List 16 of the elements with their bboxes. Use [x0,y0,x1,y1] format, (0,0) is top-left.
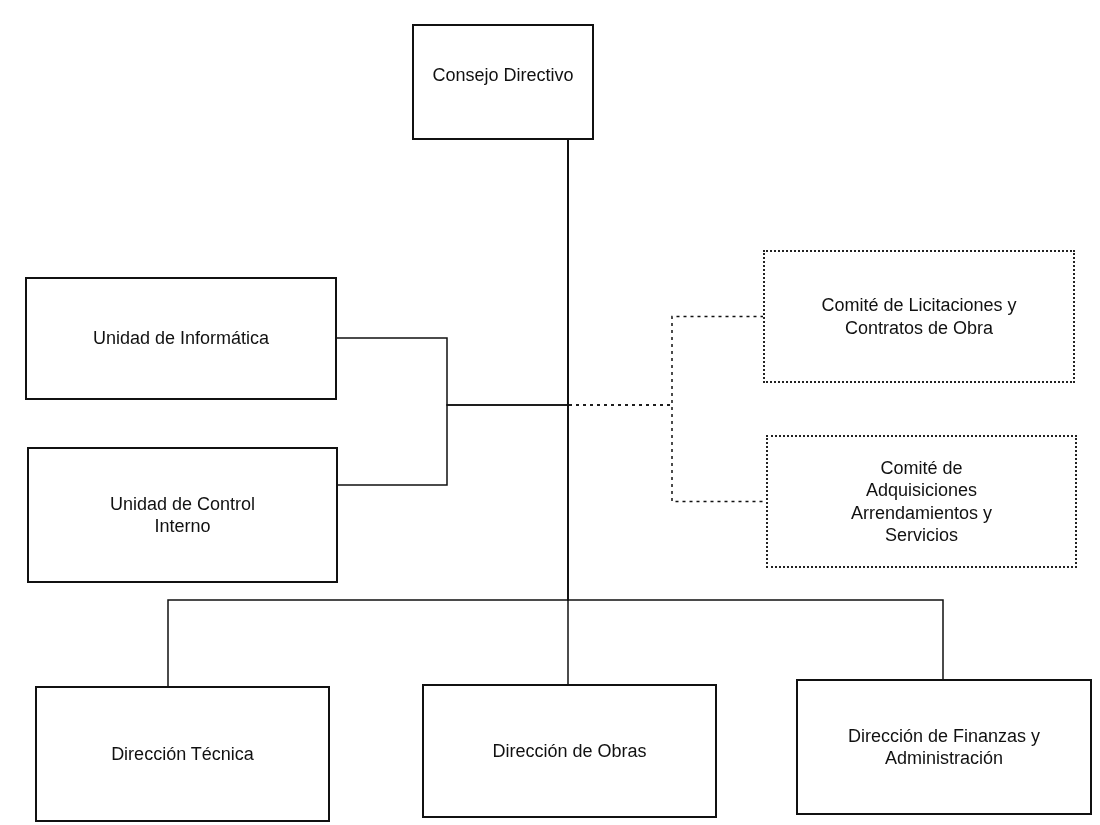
unit-name: Consejo Directivo [432,64,574,87]
unit-name: Unidad de Informática [92,327,270,350]
unit-name: Dirección de Obras [492,739,647,763]
unit-name: Dirección Técnica [111,742,254,766]
unit-name: Unidad de Control Interno [108,492,257,538]
unit-box [27,447,338,583]
unit-box [35,686,330,822]
unit-box [25,277,337,400]
unit-name: Comité de Licitaciones y Contratos de Obra [820,294,1018,339]
committee-box [766,435,1077,568]
unit-name: Dirección de Finanzas y Administración [846,724,1042,770]
unit-name: Comité de Adquisiciones Arrendamientos y Servicios [849,456,994,547]
unit-box [796,679,1092,815]
committee-box [763,250,1075,383]
unit-box [422,684,717,818]
unit-box [412,24,594,140]
